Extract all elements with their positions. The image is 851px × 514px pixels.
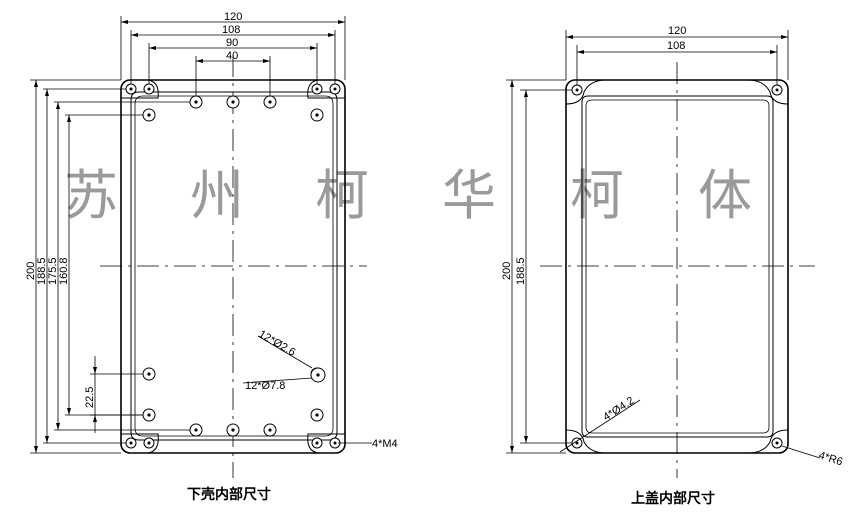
top-lid-inner-lip [585, 99, 770, 434]
note-hole-boss: 12*Ø7.8 [245, 380, 285, 392]
top-lid-caption: 上盖内部尺寸 [631, 490, 715, 507]
watermark-char-5: 柯 [570, 164, 624, 227]
dim-bottom-height-175-5: 175.5 [47, 257, 59, 285]
dim-bottom-width-90: 90 [226, 37, 238, 49]
dim-bottom-height-188-5: 188.5 [36, 257, 48, 285]
watermark-char-2: 州 [190, 164, 244, 227]
note-lid-radius: 4*R6 [817, 449, 844, 468]
bottom-shell-width-dimensions: 120 108 90 40 [120, 11, 346, 96]
watermark-char-3: 柯 [315, 164, 369, 227]
bottom-shell-corner-lugs [121, 79, 345, 454]
bottom-shell-caption: 下壳内部尺寸 [187, 486, 271, 503]
note-screw: 4*M4 [372, 438, 398, 450]
bottom-shell-inner-lip [134, 95, 334, 437]
bottom-shell-inner-wall [130, 91, 338, 441]
note-hole-small: 12*Ø2.6 [257, 328, 298, 359]
dim-lid-width-120: 120 [668, 25, 686, 37]
watermark-char-4: 华 [442, 164, 496, 227]
watermark: 苏 州 柯 华 柯 体 [64, 164, 752, 227]
dim-bottom-width-108: 108 [222, 24, 240, 36]
top-lid-corner-lugs [565, 79, 789, 454]
dim-lid-height-200: 200 [501, 262, 513, 280]
top-lid-view: 120 108 200 188.5 4*Ø4.2 4*R6 上盖内部尺寸 [501, 25, 844, 507]
dim-bottom-width-40: 40 [226, 50, 238, 62]
dim-lid-width-108: 108 [667, 40, 685, 52]
top-lid-height-dimensions: 200 188.5 [501, 79, 572, 454]
dim-bottom-height-22-5: 22.5 [84, 387, 96, 408]
bottom-shell-height-dimensions: 200 188.5 175.5 160.8 22.5 [25, 79, 190, 454]
top-lid-width-dimensions: 120 108 [565, 25, 789, 85]
dim-bottom-width-120: 120 [224, 11, 242, 23]
top-lid-notes: 4*Ø4.2 4*R6 [559, 395, 844, 468]
bottom-shell-view: 120 108 90 40 200 [25, 11, 398, 503]
dim-lid-height-188-5: 188.5 [515, 257, 527, 285]
note-lid-hole: 4*Ø4.2 [601, 395, 636, 424]
dim-bottom-height-160-8: 160.8 [58, 257, 70, 285]
dim-bottom-height-200: 200 [25, 262, 37, 280]
watermark-char-6: 体 [698, 164, 752, 227]
top-lid-inner-groove [581, 95, 774, 438]
watermark-char-1: 苏 [64, 164, 118, 227]
